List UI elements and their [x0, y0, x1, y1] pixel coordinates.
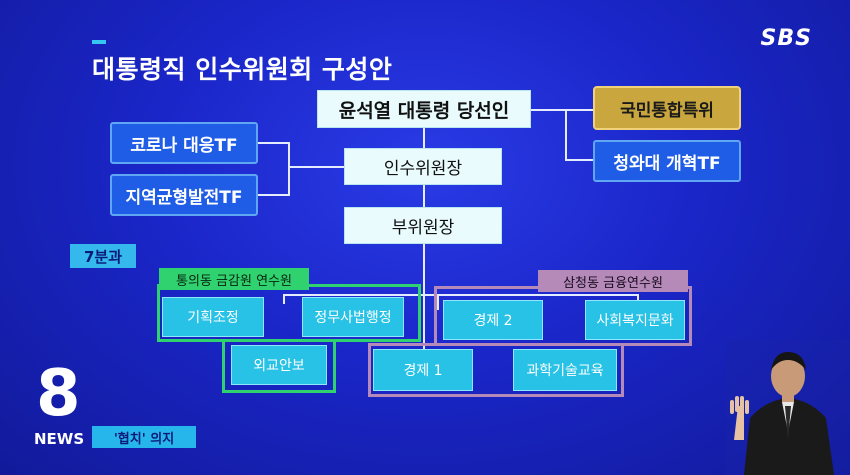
title-accent-bar: [92, 40, 106, 44]
connector-right-vertical: [565, 109, 567, 161]
caption-badge: '협치' 의지: [92, 426, 196, 448]
subcommittee-count-label: 7분과: [70, 244, 136, 268]
connector-branch-horizontal: [283, 294, 638, 296]
samcheong-group-frame-bottom: [368, 343, 624, 397]
connector-right-lower: [565, 159, 593, 161]
news-label: NEWS: [34, 430, 85, 448]
sign-language-interpreter-image: [726, 340, 850, 475]
economy-2-box: 경제 2: [443, 300, 543, 340]
page-title: 대통령직 인수위원회 구성안: [92, 55, 393, 84]
covid-response-tf-box: 코로나 대응TF: [110, 122, 258, 164]
social-welfare-culture-box: 사회복지문화: [585, 300, 685, 340]
connector-left-upper: [258, 142, 290, 144]
broadcaster-logo: SBS: [760, 26, 812, 51]
political-judicial-admin-box: 정무사법행정: [302, 297, 404, 337]
national-unity-committee-box: 국민통합특위: [593, 86, 741, 130]
planning-coordination-box: 기획조정: [162, 297, 264, 337]
tongui-group-label: 통의동 금감원 연수원: [159, 268, 309, 290]
connector-president-right: [531, 109, 593, 111]
foreign-security-box: 외교안보: [231, 345, 327, 385]
science-tech-education-box: 과학기술교육: [513, 349, 617, 391]
tongui-group-frame-bottom: [222, 339, 336, 393]
samcheong-group-label: 삼청동 금융연수원: [538, 270, 688, 292]
chair-box: 인수위원장: [344, 148, 502, 185]
connector-branch-2: [437, 294, 439, 310]
economy-1-box: 경제 1: [373, 349, 473, 391]
bluehouse-reform-tf-box: 청와대 개혁TF: [593, 140, 741, 182]
connector-left-to-chair: [288, 166, 344, 168]
president-elect-box: 윤석열 대통령 당선인: [317, 90, 531, 128]
connector-left-lower: [258, 194, 290, 196]
connector-branch-1: [283, 294, 285, 304]
news-channel-number: 8: [36, 357, 81, 431]
connector-branch-3: [637, 294, 639, 304]
connector-main-vertical: [423, 128, 425, 368]
regional-balance-tf-box: 지역균형발전TF: [110, 174, 258, 216]
vice-chair-box: 부위원장: [344, 207, 502, 244]
connector-left-vertical: [288, 142, 290, 196]
